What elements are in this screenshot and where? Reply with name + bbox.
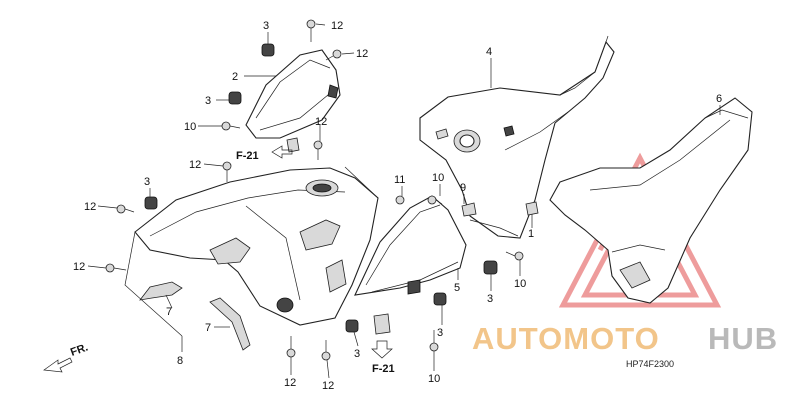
callout-12: 12 xyxy=(315,116,327,128)
reference-f21-top: F-21 xyxy=(236,145,293,162)
watermark-text-secondary: HUB xyxy=(708,321,778,356)
callout-10: 10 xyxy=(514,278,526,290)
front-label: FR. xyxy=(69,341,90,358)
reference-f21-bottom: F-21 xyxy=(371,340,395,375)
callout-6: 6 xyxy=(716,93,722,105)
callout-12: 12 xyxy=(189,159,201,171)
fasteners xyxy=(105,19,524,361)
callout-7: 7 xyxy=(166,306,172,318)
svg-text:F-21: F-21 xyxy=(372,363,395,375)
callout-4: 4 xyxy=(486,46,492,58)
callout-5: 5 xyxy=(454,282,460,294)
callout-10: 10 xyxy=(428,373,440,385)
part-7-trim-strips xyxy=(139,281,251,351)
svg-text:F-21: F-21 xyxy=(236,150,259,162)
callout-3: 3 xyxy=(144,176,150,188)
part-5-center-cover xyxy=(354,195,467,296)
callout-9: 9 xyxy=(460,182,466,194)
callout-7: 7 xyxy=(205,322,211,334)
callout-3: 3 xyxy=(263,20,269,32)
callout-12: 12 xyxy=(322,380,334,392)
callout-10: 10 xyxy=(432,172,444,184)
callout-12: 12 xyxy=(84,201,96,213)
callout-2: 2 xyxy=(232,71,238,83)
callout-8: 8 xyxy=(177,355,183,367)
callout-3: 3 xyxy=(205,95,211,107)
part-4-inner-cover xyxy=(419,40,615,239)
part-6-side-cover xyxy=(549,97,753,304)
callout-3: 3 xyxy=(437,327,443,339)
callout-12: 12 xyxy=(356,48,368,60)
callout-numbers: 3 12 12 2 3 10 12 12 3 12 12 7 7 8 4 6 1… xyxy=(73,20,722,392)
callout-1: 1 xyxy=(528,228,534,240)
callout-3: 3 xyxy=(487,293,493,305)
callout-10: 10 xyxy=(184,121,196,133)
callout-12: 12 xyxy=(73,261,85,273)
callout-11: 11 xyxy=(394,174,405,186)
leader-lines xyxy=(87,23,721,379)
callout-3: 3 xyxy=(354,348,360,360)
watermark-text: AUTOMOTO HUB xyxy=(472,321,778,356)
part-8-side-panel xyxy=(134,167,379,326)
watermark-text-primary: AUTOMOTO xyxy=(472,321,660,356)
front-direction-arrow: FR. xyxy=(43,341,90,373)
assembly-outline xyxy=(124,35,609,337)
callout-12: 12 xyxy=(331,20,343,32)
callout-12: 12 xyxy=(284,377,296,389)
diagram-code: HP74F2300 xyxy=(626,359,674,369)
part-2-top-cover xyxy=(245,49,341,139)
